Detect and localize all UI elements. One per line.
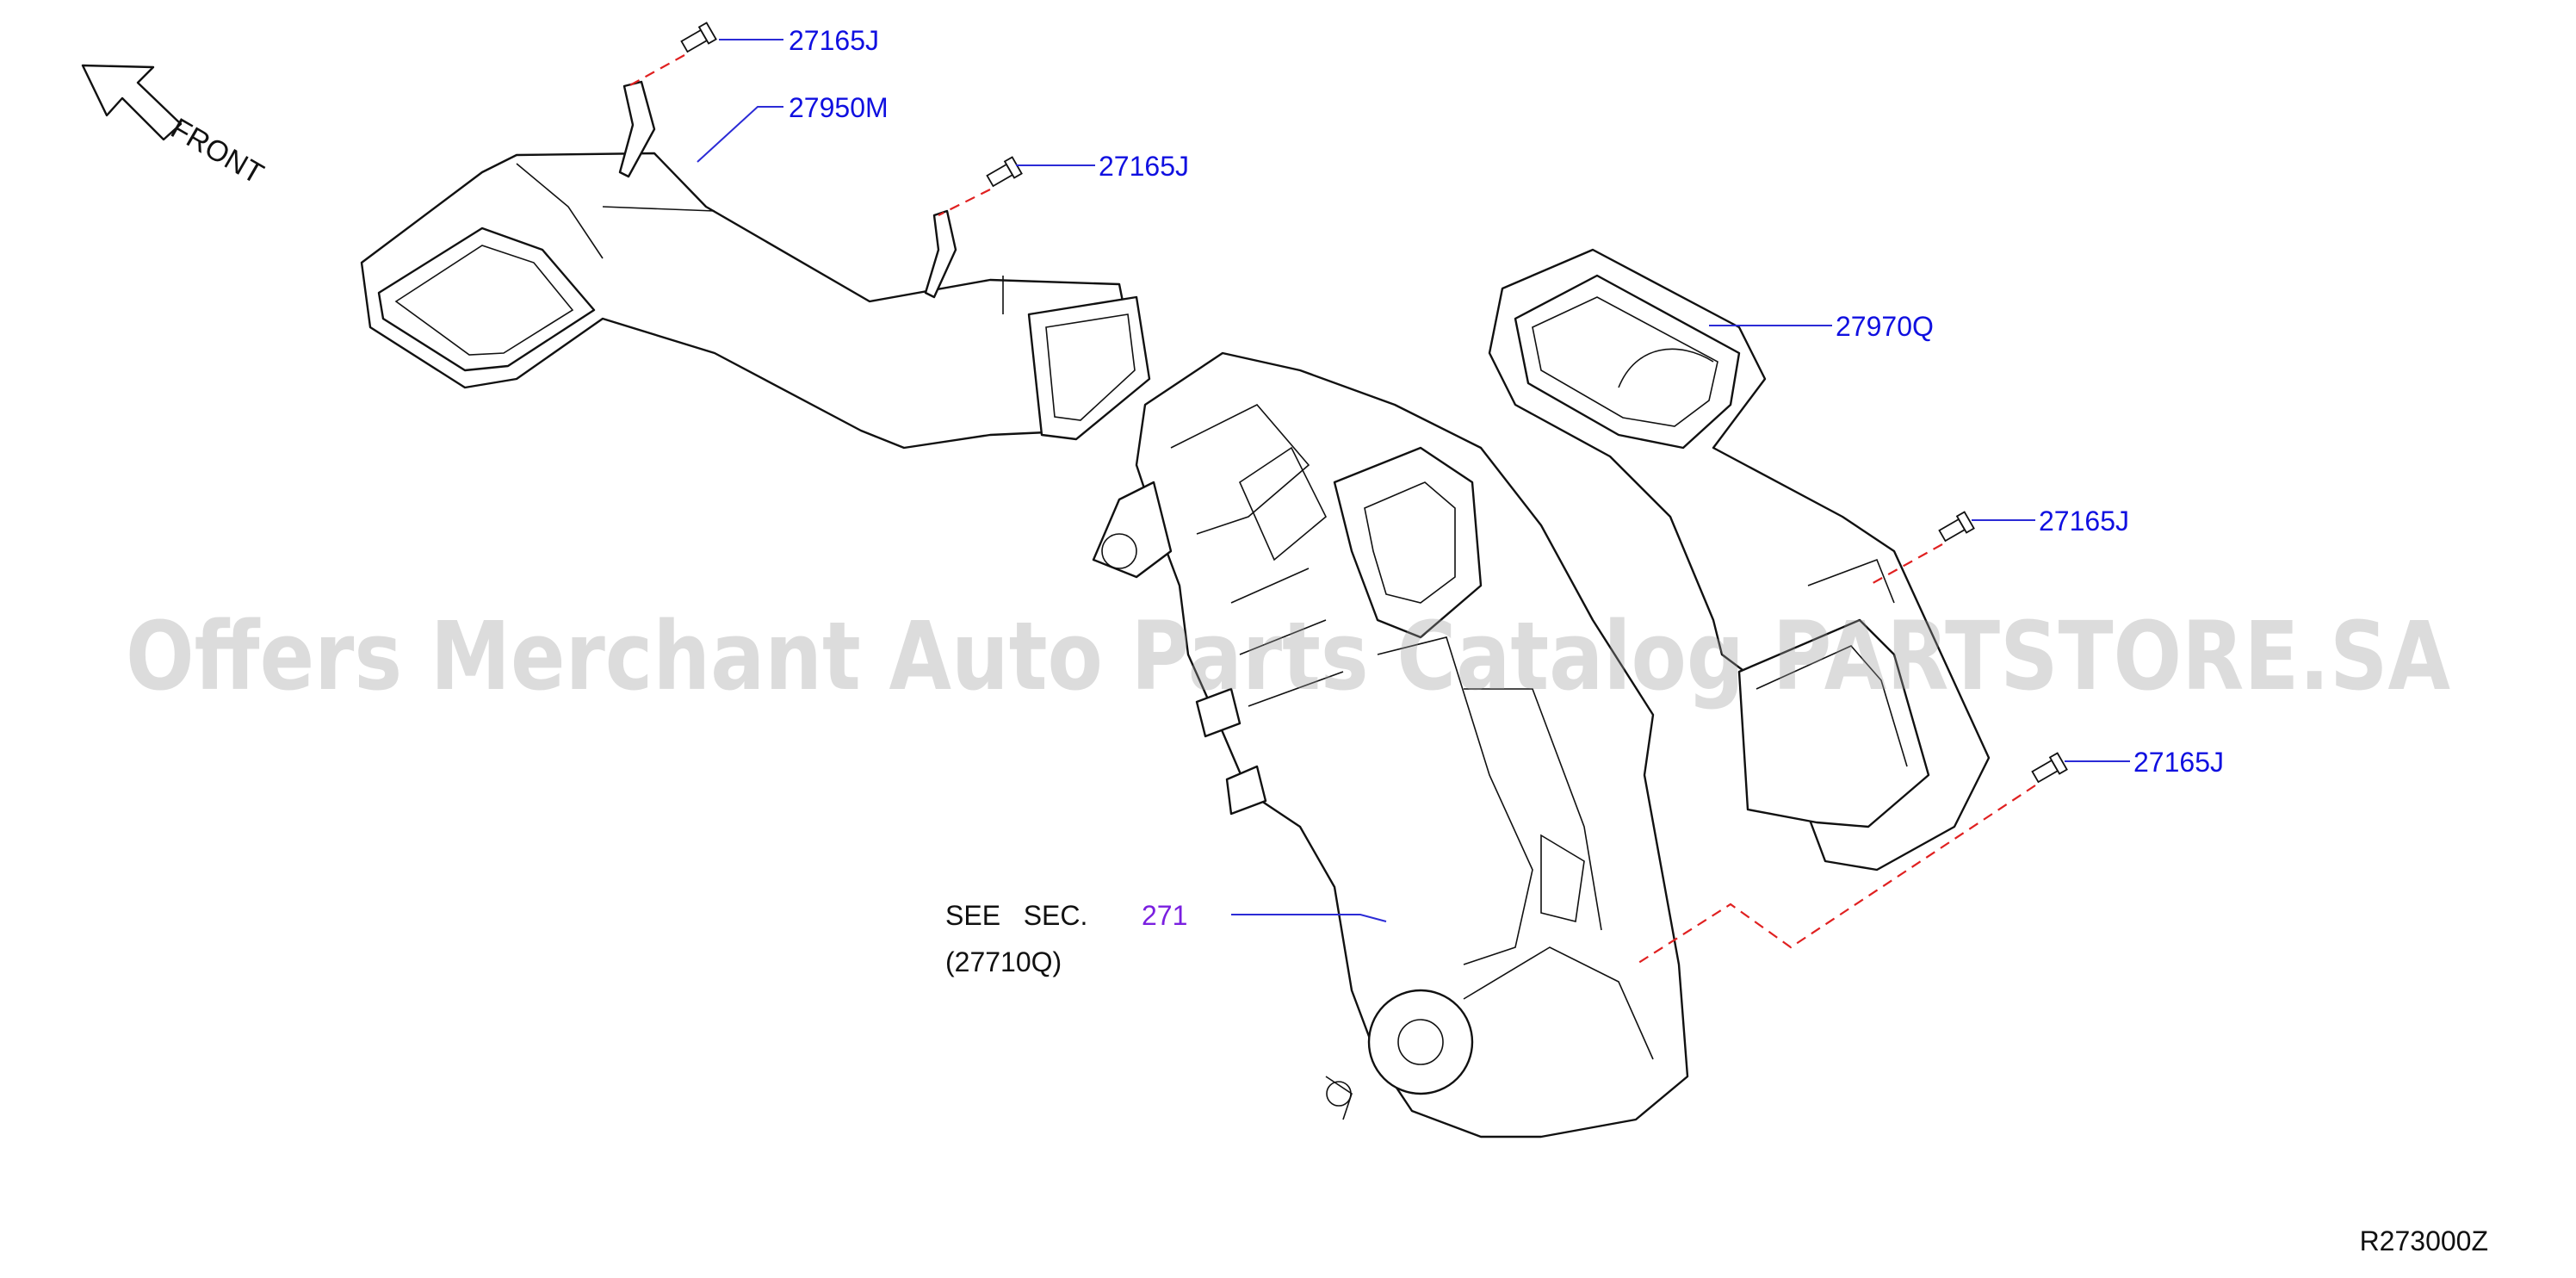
- heater-unit: [1092, 351, 1689, 1138]
- diagram-code: R273000Z: [2360, 1225, 2488, 1256]
- part-label-27950m[interactable]: 27950M: [789, 92, 889, 123]
- fastener-line-top: [628, 54, 685, 87]
- rear-duct-left: [360, 80, 1151, 450]
- bolt-icon-top: [680, 22, 717, 53]
- leader-duct-left: [697, 106, 783, 163]
- bolt-icon-mid: [986, 156, 1023, 188]
- part-label-27165j-top[interactable]: 27165J: [789, 25, 879, 56]
- fastener-line-right-upper: [1867, 543, 1943, 586]
- section-ref-link[interactable]: 271: [1142, 900, 1187, 931]
- part-label-27165j-right-upper[interactable]: 27165J: [2039, 506, 2129, 537]
- part-label-27970q[interactable]: 27970Q: [1836, 311, 1934, 342]
- bolt-icon-right-upper: [1938, 511, 1975, 543]
- fastener-line-right-lower: [1635, 785, 2036, 965]
- fastener-line-mid: [938, 189, 991, 216]
- section-ref-part-no: (27710Q): [945, 946, 1062, 977]
- watermark-text: Offers Merchant Auto Parts Catalog PARTS…: [126, 601, 2450, 711]
- front-arrow-icon: [81, 64, 183, 141]
- rear-duct-right: [1488, 248, 1991, 872]
- front-label: FRONT: [165, 112, 269, 190]
- part-label-27165j-right-lower[interactable]: 27165J: [2133, 747, 2224, 778]
- section-ref-prefix: SEE SEC.: [945, 900, 1087, 931]
- leader-heater-unit: [1231, 914, 1387, 922]
- part-label-27165j-mid[interactable]: 27165J: [1099, 151, 1189, 182]
- bolt-icon-right-lower: [2031, 752, 2068, 784]
